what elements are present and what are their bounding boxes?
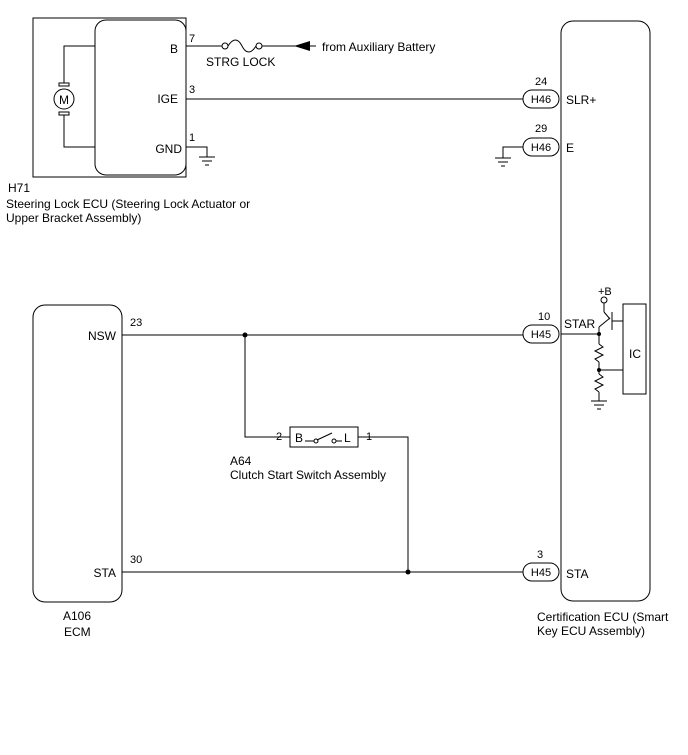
battery-source-label: from Auxiliary Battery <box>322 40 435 54</box>
motor-brush-top <box>58 82 70 87</box>
ic-box <box>622 303 647 395</box>
motor-wiring-lower <box>63 112 95 148</box>
transistor-emitter <box>598 317 611 328</box>
switch-blade-icon <box>316 432 333 441</box>
pin-label-gnd: GND <box>155 142 182 156</box>
pin-label-e: E <box>566 141 574 155</box>
certification-ecu: H46 24 SLR+ H46 29 E H45 10 STAR H45 3 S… <box>522 20 669 638</box>
switch-terminal-b: B <box>295 431 303 445</box>
connector-h45-star <box>522 324 560 344</box>
pin-number-1: 1 <box>189 132 195 144</box>
wire-nsw-to-switch <box>244 335 290 438</box>
ecm-code: A106 <box>63 609 91 623</box>
pin-label-star: STAR <box>564 317 595 331</box>
connector-h46-e-label: H46 <box>531 142 551 154</box>
pin-number-10: 10 <box>538 311 550 323</box>
steering-lock-ecu-name-line2: Upper Bracket Assembly) <box>6 211 141 225</box>
steering-lock-ecu-name-line1: Steering Lock ECU (Steering Lock Actuato… <box>6 197 250 211</box>
clutch-start-switch: B L 2 1 A64 Clutch Start Switch Assembly <box>230 426 386 482</box>
wire-switch-to-sta <box>358 436 409 572</box>
pin-label-b: B <box>170 42 178 56</box>
connector-h45-star-label: H45 <box>531 329 551 341</box>
motor-brush-bottom <box>58 111 70 116</box>
pin-label-nsw: NSW <box>88 329 117 343</box>
fuse-terminal-right <box>255 42 263 50</box>
connector-h46-slr <box>522 89 560 109</box>
motor-symbol: M <box>59 93 69 107</box>
ecm-box <box>32 304 123 603</box>
clutch-switch-code: A64 <box>230 454 252 468</box>
pin-label-sta-cert: STA <box>566 567 588 581</box>
certification-ecu-box <box>560 20 651 602</box>
ecm: NSW STA 23 30 A106 ECM <box>32 304 142 639</box>
supply-label: +B <box>598 286 612 298</box>
transistor-collector <box>603 311 611 320</box>
resistor2-icon <box>593 373 605 393</box>
connector-h46-slr-label: H46 <box>531 94 551 106</box>
pin-number-7: 7 <box>189 33 195 45</box>
pin-number-3: 3 <box>189 84 195 96</box>
battery-feed: STRG LOCK from Auxiliary Battery <box>186 39 435 69</box>
steering-lock-ecu-code: H71 <box>8 181 30 195</box>
connector-h45-sta-label: H45 <box>531 567 551 579</box>
steering-lock-ecu: M B IGE GND 7 3 1 H71 Steering Lock ECU … <box>6 17 250 225</box>
pin-label-sta-ecm: STA <box>94 566 116 580</box>
supply-terminal <box>600 296 608 304</box>
switch-contact-right <box>331 438 337 444</box>
pin-number-30: 30 <box>130 554 142 566</box>
wire-gnd <box>186 146 208 157</box>
certification-ecu-name-line2: Key ECU Assembly) <box>537 624 645 638</box>
switch-pin-2: 2 <box>276 431 282 443</box>
wire-e-ground <box>502 146 523 158</box>
ic-label: IC <box>629 347 641 361</box>
fuse-icon <box>227 39 257 53</box>
pin-number-3-cert: 3 <box>537 549 543 561</box>
motor-icon <box>53 88 75 110</box>
clutch-switch-name: Clutch Start Switch Assembly <box>230 468 386 482</box>
switch-pin-1: 1 <box>366 431 372 443</box>
steering-lock-ecu-inner-box <box>94 19 187 176</box>
switch-terminal-l: L <box>344 431 351 445</box>
pin-number-24: 24 <box>535 76 547 88</box>
pin-number-23: 23 <box>130 317 142 329</box>
ground-steering-lock <box>186 146 215 166</box>
arrow-icon <box>294 41 310 51</box>
motor-wiring <box>63 45 95 86</box>
star-internal-circuit: +B IC <box>561 286 647 410</box>
certification-ecu-name-line1: Certification ECU (Smart <box>537 610 669 624</box>
ecm-name: ECM <box>64 625 91 639</box>
fuse-label: STRG LOCK <box>206 55 275 69</box>
fuse-terminal-left <box>221 42 229 50</box>
ground-certification-e <box>495 146 523 167</box>
pin-label-slr: SLR+ <box>566 93 596 107</box>
pin-label-ige: IGE <box>157 92 178 106</box>
pin-number-29: 29 <box>535 123 547 135</box>
resistor1-icon <box>593 343 605 363</box>
